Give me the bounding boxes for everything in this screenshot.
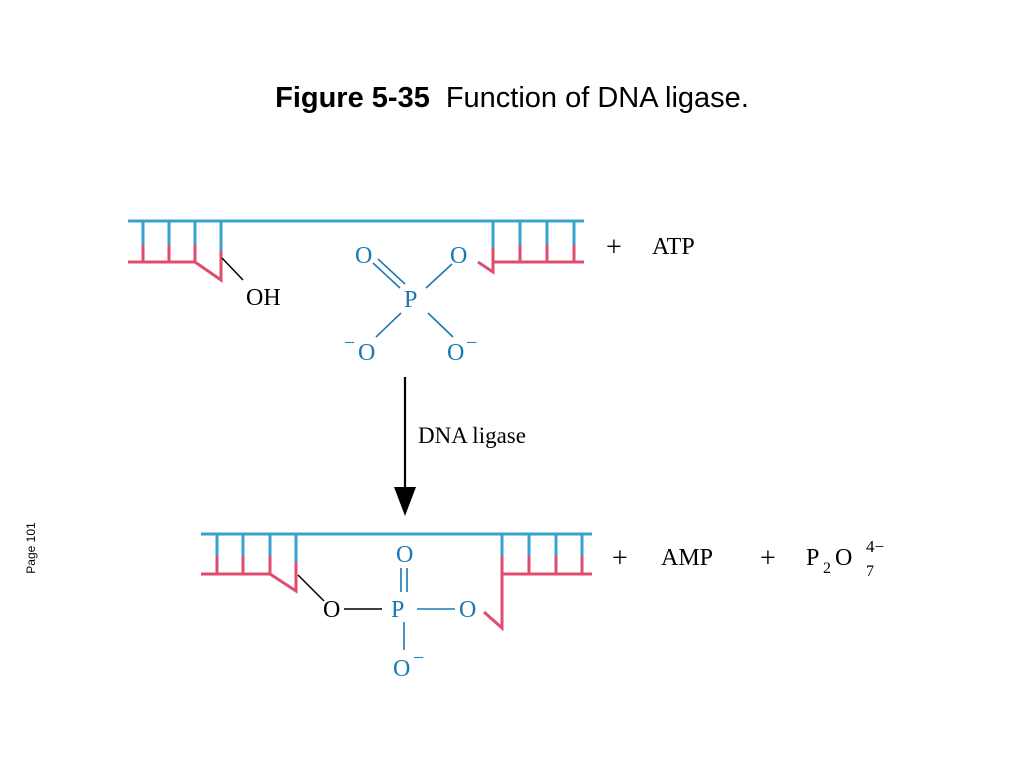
linkage-bottom-o: O (393, 656, 410, 682)
bottom-plus-sign-1: + (612, 543, 628, 574)
sealed-dna-bottom: O P O O O − + AMP + P 2 O 7 4− (201, 532, 884, 682)
linkage-top-o: O (396, 542, 413, 568)
enzyme-label: DNA ligase (418, 423, 526, 448)
right-bottom-strand (477, 260, 584, 275)
phosphate-left-o: O (358, 340, 375, 366)
left-bottom-strand (128, 252, 223, 283)
figure-number: Figure 5-35 (275, 82, 430, 114)
phosphodiester-linkage: O P O O O − (297, 542, 476, 682)
arrow-head (394, 487, 416, 516)
oh-bond (221, 257, 244, 281)
linkage-right-o: O (459, 597, 476, 623)
hydroxyl-label: OH (246, 285, 281, 311)
pyrophosphate-o-subscript: 7 (866, 563, 874, 580)
pyrophosphate-charge: 4− (866, 537, 884, 556)
right-fragment-rungs (491, 221, 576, 272)
phosphate-group: O O P O − O − (344, 243, 477, 366)
linkage-phosphorus: P (391, 597, 404, 623)
reaction-arrow: DNA ligase (394, 377, 526, 516)
right-rungs-sealed (500, 534, 584, 574)
phosphate-left-minus: − (344, 332, 355, 354)
right-bottom-strand-sealed (483, 572, 592, 632)
linkage-left-o: O (323, 597, 340, 623)
linkage-bottom-minus: − (413, 647, 424, 669)
bottom-plus-sign-2: + (760, 543, 776, 574)
phosphate-double-o: O (355, 243, 372, 269)
top-plus-sign: + (606, 232, 622, 263)
pyrophosphate-p-subscript: 2 (823, 560, 831, 577)
atp-label: ATP (652, 234, 695, 260)
amp-label: AMP (661, 545, 713, 571)
phosphate-ester-o: O (450, 243, 467, 269)
figure-caption: Function of DNA ligase. (445, 82, 749, 114)
phosphate-right-minus: − (466, 332, 477, 354)
left-rungs-sealed (215, 534, 298, 591)
phosphorus-atom: P (404, 287, 417, 313)
pyrophosphate-formula: P 2 O 7 4− (806, 537, 884, 580)
nicked-dna-top: OH O O P O − O − + ATP (128, 219, 695, 366)
pyrophosphate-p: P (806, 545, 819, 571)
pyrophosphate-o: O (835, 545, 852, 571)
left-bottom-strand-sealed (201, 563, 298, 594)
figure-title: Figure 5-35 Function of DNA ligase. (0, 82, 1024, 115)
phosphate-right-o: O (447, 340, 464, 366)
